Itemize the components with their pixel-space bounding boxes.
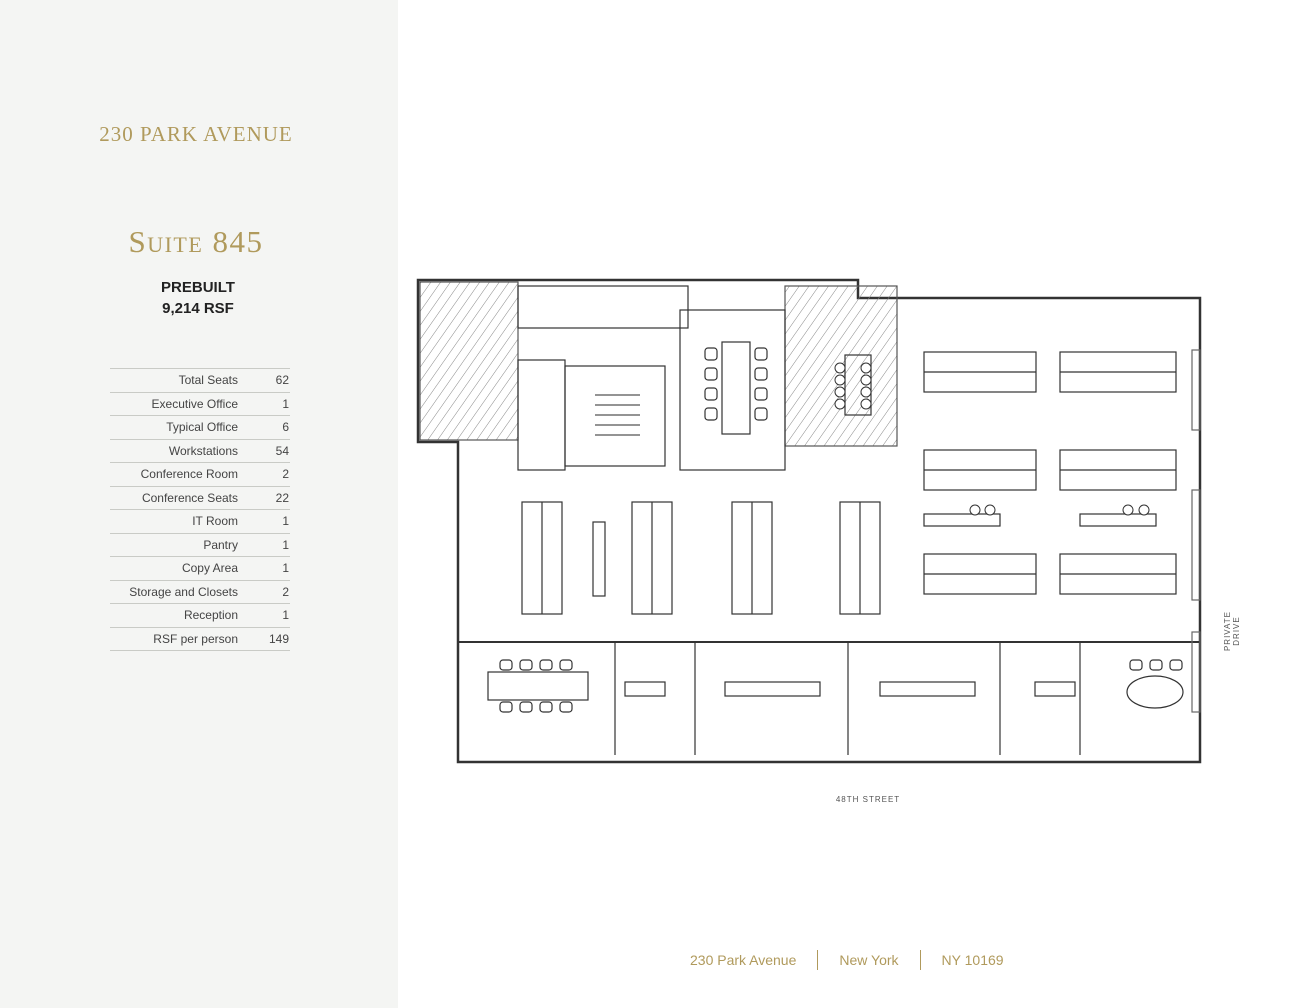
stat-value: 1 — [282, 608, 289, 623]
footer-divider — [817, 950, 819, 970]
stat-value: 1 — [282, 561, 289, 576]
stat-row: Workstations 54 — [110, 440, 290, 463]
stat-value: 1 — [282, 396, 289, 411]
building-name: 230 PARK AVENUE — [99, 122, 293, 146]
footer-divider — [919, 950, 921, 970]
workstation-cluster — [923, 351, 1177, 595]
footer-city: New York — [839, 952, 899, 968]
sidebar-panel: 230 PARK AVENUE Suite 845 PREBUILT 9,214… — [0, 0, 398, 1008]
conference-table-north — [721, 341, 751, 435]
stat-label: IT Room — [192, 514, 238, 529]
stat-row: Conference Seats 22 — [110, 487, 290, 510]
suite-status: PREBUILT — [161, 279, 235, 296]
stat-value: 2 — [282, 584, 289, 599]
stat-value: 6 — [282, 420, 289, 435]
private-drive-label: PRIVATE DRIVE — [1223, 610, 1241, 652]
closet-room — [517, 359, 566, 471]
footer-address: 230 Park Avenue New York NY 10169 — [690, 950, 1004, 970]
stat-row: IT Room 1 — [110, 510, 290, 534]
stair-lines — [595, 394, 640, 436]
stat-label: Total Seats — [178, 373, 238, 388]
stat-label: RSF per person — [153, 631, 238, 646]
office-desk — [879, 681, 976, 697]
footer-street: 230 Park Avenue — [690, 952, 797, 968]
stat-row: Copy Area 1 — [110, 557, 290, 581]
stat-row: RSF per person 149 — [110, 628, 290, 651]
suite-rsf: 9,214 RSF — [162, 300, 234, 317]
pantry-table — [844, 354, 872, 416]
stat-row: Typical Office 6 — [110, 416, 290, 440]
conference-table-south — [487, 671, 589, 701]
stat-value: 22 — [275, 490, 289, 505]
stat-label: Workstations — [168, 443, 238, 458]
street-label: 48TH STREET — [835, 795, 901, 804]
stat-value: 149 — [268, 631, 289, 646]
stat-row: Total Seats 62 — [110, 369, 290, 393]
executive-table — [1126, 675, 1184, 709]
footer-state-zip: NY 10169 — [941, 952, 1004, 968]
conference-room-north — [679, 309, 786, 471]
reception-area — [419, 281, 519, 441]
suite-title: Suite 845 — [128, 224, 264, 259]
stat-label: Typical Office — [166, 420, 238, 435]
stat-value: 2 — [282, 467, 289, 482]
stat-value: 1 — [282, 537, 289, 552]
stat-row: Pantry 1 — [110, 534, 290, 557]
window-mullions — [1191, 349, 1201, 713]
stat-row: Conference Room 2 — [110, 463, 290, 487]
stair-core — [564, 365, 666, 467]
stat-row: Reception 1 — [110, 604, 290, 628]
stat-label: Conference Seats — [141, 490, 238, 505]
stat-value: 1 — [282, 514, 289, 529]
stat-label: Storage and Closets — [129, 584, 238, 599]
storage-room — [517, 285, 689, 329]
stat-row: Executive Office 1 — [110, 393, 290, 416]
stat-label: Conference Room — [140, 467, 238, 482]
stat-value: 54 — [275, 443, 289, 458]
office-desk — [1034, 681, 1076, 697]
office-desk — [724, 681, 821, 697]
office-desk — [624, 681, 666, 697]
workstation-cluster — [521, 501, 881, 615]
stat-label: Reception — [183, 608, 238, 623]
floor-plan — [416, 278, 1202, 764]
stat-label: Copy Area — [181, 561, 238, 576]
stat-value: 62 — [275, 373, 289, 388]
stat-row: Storage and Closets 2 — [110, 581, 290, 604]
stat-label: Executive Office — [151, 396, 238, 411]
stat-label: Pantry — [203, 537, 238, 552]
